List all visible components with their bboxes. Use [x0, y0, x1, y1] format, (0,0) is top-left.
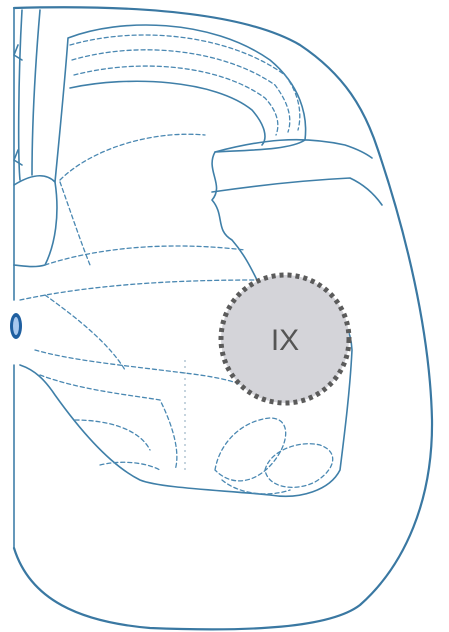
- intermediate-zone-1: [45, 295, 125, 370]
- lamina-arc-2: [72, 50, 290, 132]
- dorsal-horn-outline: [20, 25, 352, 496]
- ventral-lamina-3: [100, 462, 160, 470]
- lamina-ix-label: IX: [271, 324, 299, 357]
- lamina-deep-3: [20, 280, 255, 300]
- motor-pool-oval-1: [215, 418, 286, 481]
- lamina-arc-3: [74, 66, 278, 135]
- septum-line-b: [32, 10, 40, 175]
- central-canal: [10, 313, 22, 339]
- dorsal-column-boundary: [14, 176, 57, 267]
- lamina-deep-1: [60, 134, 205, 180]
- lamina-vertical-1: [60, 182, 90, 265]
- motor-pool-oval-2: [265, 444, 333, 488]
- dorsal-root-entry-upper: [215, 140, 372, 158]
- lamina-deep-2: [45, 246, 245, 265]
- dorsal-root-entry-lower: [212, 178, 382, 205]
- lamina-ix-region: IX: [221, 275, 349, 403]
- septum-line-a: [19, 10, 22, 180]
- ventral-lamina-1: [40, 375, 177, 470]
